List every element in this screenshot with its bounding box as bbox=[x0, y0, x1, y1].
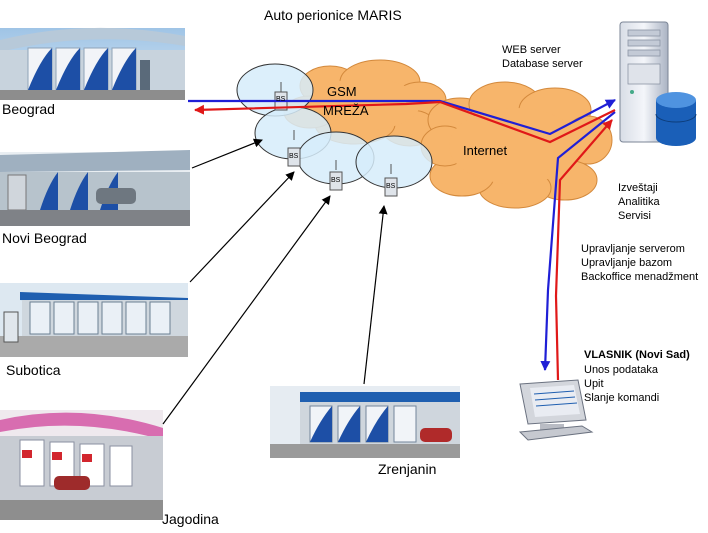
bs-label-3: BS bbox=[331, 177, 341, 184]
bs-label-2: BS bbox=[289, 153, 299, 160]
server-management-item: Backoffice menadžment bbox=[581, 271, 699, 283]
diagram-title: Auto perionice MARIS bbox=[264, 7, 402, 23]
bs-label-1: BS bbox=[276, 96, 286, 103]
server-report-item: Izveštaji bbox=[618, 182, 658, 194]
database-icon bbox=[655, 92, 697, 146]
internet-cloud bbox=[420, 81, 613, 209]
server-management-item: Upravljanje bazom bbox=[581, 257, 673, 269]
photo-jagodina bbox=[0, 410, 163, 520]
photo-novi-beograd bbox=[0, 150, 190, 226]
owner-task-item: Upit bbox=[584, 378, 604, 390]
bs-label-4: BS bbox=[386, 183, 396, 190]
owner-task-item: Unos podataka bbox=[584, 364, 658, 376]
gsm-cells bbox=[236, 63, 433, 189]
location-label-zrenjanin: Zrenjanin bbox=[378, 461, 437, 477]
internet-label: Internet bbox=[463, 143, 508, 158]
data-path-red bbox=[194, 100, 616, 381]
server-management-item: Upravljanje serverom bbox=[581, 243, 685, 255]
owner-title: VLASNIK (Novi Sad) bbox=[584, 349, 690, 361]
server-report-item: Servisi bbox=[618, 210, 652, 222]
location-label-subotica: Subotica bbox=[6, 362, 61, 378]
server-label-database: Database server bbox=[502, 58, 583, 70]
location-label-novi-beograd: Novi Beograd bbox=[2, 230, 87, 246]
computer-icon bbox=[518, 379, 594, 441]
server-label-web: WEB server bbox=[502, 44, 561, 56]
owner-task-item: Slanje komandi bbox=[584, 392, 660, 404]
gsm-label-network: MREŽA bbox=[323, 103, 369, 118]
gsm-label: GSM bbox=[327, 84, 357, 99]
photo-beograd bbox=[0, 27, 185, 100]
location-label-beograd: Beograd bbox=[2, 101, 55, 117]
location-label-jagodina: Jagodina bbox=[162, 511, 219, 527]
server-report-item: Analitika bbox=[618, 196, 660, 208]
data-path-blue bbox=[188, 99, 616, 371]
photo-subotica bbox=[0, 283, 188, 357]
location-links bbox=[162, 138, 388, 425]
photo-zrenjanin bbox=[270, 386, 460, 458]
